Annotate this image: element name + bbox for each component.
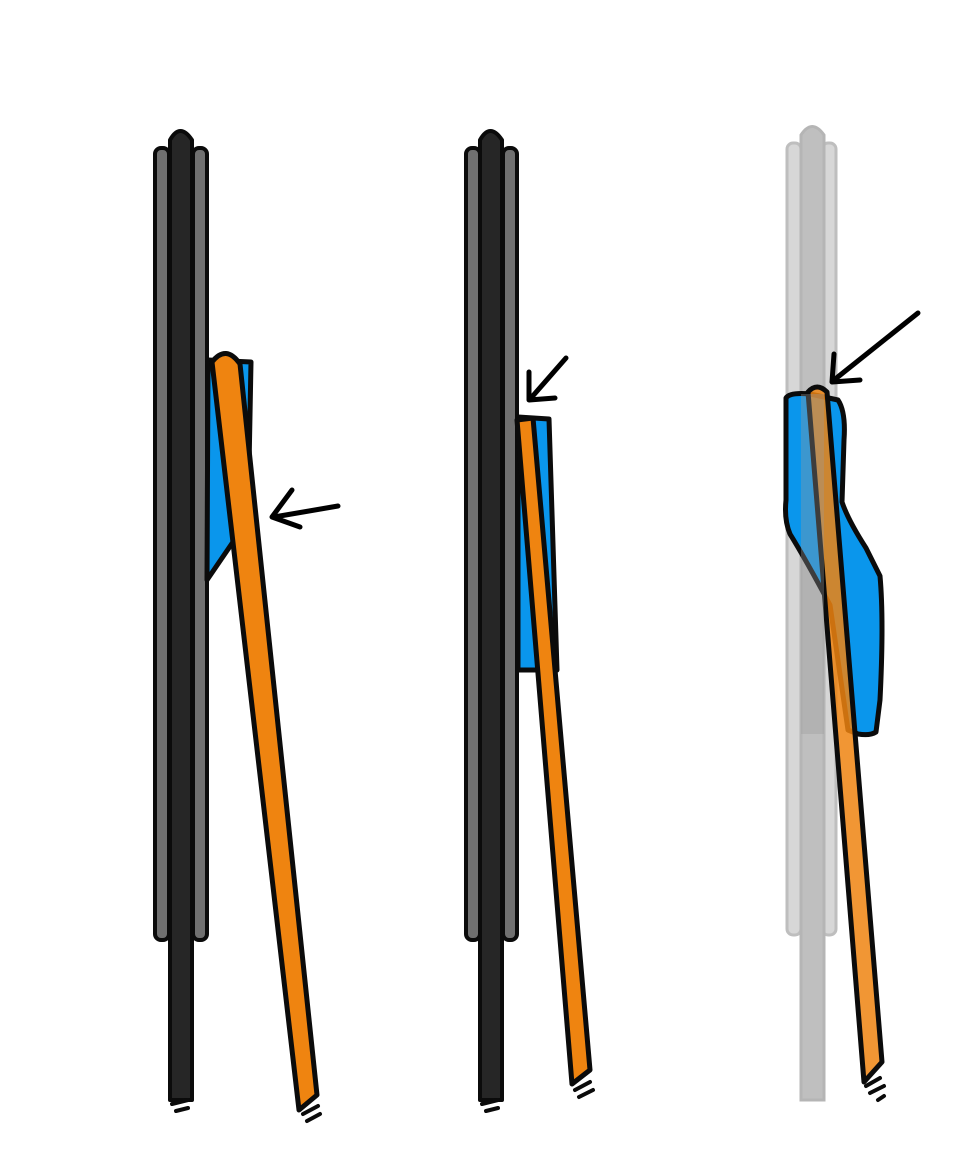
panel-middle (464, 129, 595, 1113)
pointer-arrow-icon (271, 503, 341, 520)
ghost-blade-overlay (801, 394, 824, 734)
pointer-arrow-icon (528, 355, 569, 401)
blade-core (168, 129, 194, 1102)
orange-strip (514, 415, 593, 1087)
pointer-arrow-head (526, 369, 558, 403)
pointer-arrow-icon (831, 310, 921, 383)
blade-side-plate-right (501, 146, 519, 942)
blade-side-plate-left (464, 146, 482, 942)
blade-side-plate-left (153, 146, 171, 942)
orange-strip-tip-hatch (301, 1104, 322, 1123)
blade-tip-hatch (480, 1098, 500, 1113)
orange-strip (805, 384, 885, 1085)
panel-left (153, 129, 341, 1123)
pointer-arrow-head (269, 487, 303, 530)
orange-strip (209, 351, 320, 1113)
orange-strip-tip-hatch (864, 1076, 886, 1102)
pointer-arrow-head (829, 351, 863, 385)
blade-core (478, 129, 504, 1102)
orange-strip-tip-hatch (573, 1080, 595, 1099)
panel-right (783, 125, 921, 1102)
blade-tip-hatch (170, 1098, 190, 1113)
